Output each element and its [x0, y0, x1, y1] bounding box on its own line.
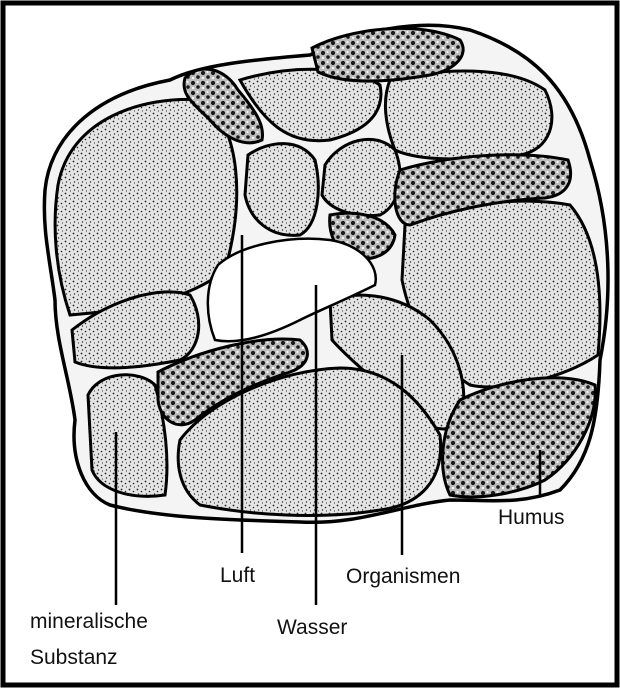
mineral-grain-top-right: [385, 71, 551, 159]
label-luft: Luft: [220, 563, 255, 589]
label-organismen: Organismen: [346, 564, 460, 590]
label-humus: Humus: [498, 505, 565, 531]
mineral-grain-bottom-left: [88, 375, 167, 497]
label-wasser: Wasser: [277, 615, 347, 641]
label-mineralische: mineralische: [30, 609, 148, 635]
label-substanz: Substanz: [30, 645, 118, 671]
